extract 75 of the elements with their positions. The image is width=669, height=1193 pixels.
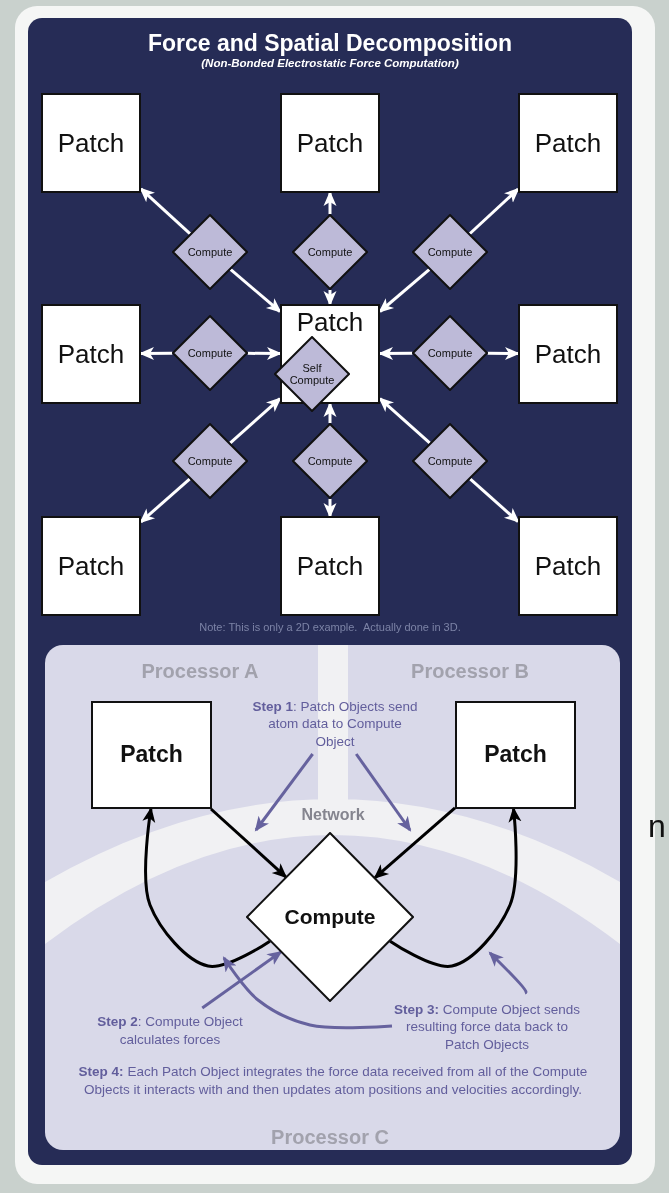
patch-box bbox=[91, 701, 212, 809]
note-text: Note: This is only a 2D example. Actually done in 3D. bbox=[198, 621, 462, 634]
processor-label: Processor C bbox=[270, 1126, 390, 1149]
processor-label: Processor B bbox=[410, 660, 530, 683]
compute-diamond bbox=[292, 214, 368, 290]
node-label: Patch bbox=[296, 128, 364, 158]
step-text: Step 4: Each Patch Object integrates the force data received from all of the Compute Objects it interacts with and then updates atom positions and velocities accordingly. bbox=[77, 1063, 589, 1099]
step-text: Step 3: Compute Object sends resulting force data back to Patch Objects bbox=[392, 1000, 582, 1054]
patch-box bbox=[280, 93, 380, 193]
arrow bbox=[468, 187, 520, 235]
compute-diamond bbox=[412, 423, 488, 499]
node-label: Compute bbox=[186, 346, 234, 360]
node-label: Patch bbox=[120, 742, 183, 768]
compute-diamond bbox=[246, 832, 414, 1002]
patch-box bbox=[41, 304, 141, 404]
step-text: Step 1: Patch Objects send atom data to Compute Object bbox=[252, 697, 418, 751]
patch-box bbox=[518, 516, 618, 616]
patch-box bbox=[41, 93, 141, 193]
node-label: Patch bbox=[296, 551, 364, 581]
arrow bbox=[487, 346, 520, 360]
arrow bbox=[389, 807, 522, 968]
arrow bbox=[142, 807, 271, 968]
leader-arrow bbox=[254, 753, 314, 832]
node-label: Compute bbox=[284, 905, 376, 929]
compute-diamond bbox=[172, 214, 248, 290]
compute-diamond bbox=[412, 214, 488, 290]
arrow bbox=[323, 290, 337, 306]
node-label: Patch bbox=[57, 339, 125, 369]
node-label: Patch bbox=[534, 339, 602, 369]
node-label: Compute bbox=[426, 245, 474, 259]
arrow bbox=[323, 499, 337, 518]
compute-diamond bbox=[412, 315, 488, 391]
network-label: Network bbox=[300, 806, 366, 825]
node-label: Compute bbox=[306, 245, 354, 259]
patch-box bbox=[518, 304, 618, 404]
node-label: Patch bbox=[57, 128, 125, 158]
arrow bbox=[229, 397, 282, 445]
leader-arrow bbox=[222, 956, 393, 1030]
node-label: Patch bbox=[534, 128, 602, 158]
compute-diamond bbox=[172, 315, 248, 391]
title: Force and Spatial Decomposition bbox=[146, 30, 514, 57]
arrow bbox=[210, 807, 288, 879]
arrow bbox=[469, 477, 520, 523]
compute-diamond bbox=[292, 423, 368, 499]
patch-box bbox=[280, 516, 380, 616]
node-label: Compute bbox=[186, 454, 234, 468]
node-label: Compute bbox=[426, 346, 474, 360]
arrow bbox=[247, 347, 282, 360]
compute-diamond bbox=[172, 423, 248, 499]
arrow bbox=[229, 268, 282, 313]
subtitle: (Non-Bonded Electrostatic Force Computation) bbox=[200, 57, 460, 71]
node-label: Compute bbox=[186, 245, 234, 259]
node-label: Self Compute bbox=[288, 361, 336, 387]
arrow bbox=[378, 397, 431, 445]
node-label: Patch bbox=[484, 742, 547, 768]
arrow bbox=[373, 806, 456, 879]
step-text: Step 2: Compute Object calculates forces bbox=[96, 1013, 244, 1049]
patch-box bbox=[518, 93, 618, 193]
arrow bbox=[139, 187, 192, 235]
node-label: Patch bbox=[57, 551, 125, 581]
leader-arrow bbox=[201, 950, 283, 1010]
background-text: n bbox=[648, 808, 666, 845]
leader-arrow bbox=[488, 951, 528, 994]
processor-label: Processor A bbox=[140, 660, 260, 683]
leader-arrow bbox=[355, 753, 412, 832]
node-label: Patch bbox=[296, 308, 364, 337]
node-label: Patch bbox=[534, 551, 602, 581]
arrow bbox=[323, 191, 337, 214]
node-label: Compute bbox=[426, 454, 474, 468]
patch-box bbox=[41, 516, 141, 616]
arrow bbox=[139, 477, 191, 524]
compute-diamond bbox=[274, 336, 350, 412]
arrow bbox=[323, 402, 337, 423]
node-label: Compute bbox=[306, 454, 354, 468]
patch-box bbox=[455, 701, 576, 809]
